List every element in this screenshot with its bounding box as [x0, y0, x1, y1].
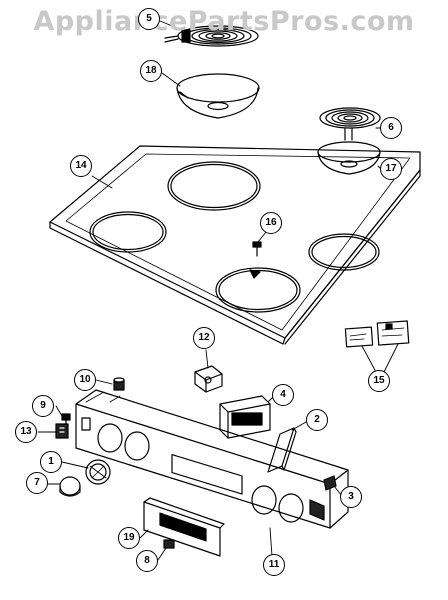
callout-3[interactable]: 3: [340, 486, 362, 508]
callout-12[interactable]: 12: [193, 327, 215, 349]
knob-insert: [113, 377, 125, 391]
callout-13[interactable]: 13: [15, 421, 37, 443]
cooktop: [49, 145, 421, 345]
surface-element-small: [319, 107, 381, 141]
callout-11[interactable]: 11: [263, 554, 285, 576]
callout-17[interactable]: 17: [380, 158, 402, 180]
control-panel: [75, 389, 349, 529]
knob-skirt: [85, 459, 111, 485]
watermark: AppliancePartsPros.com: [33, 6, 415, 37]
drip-bowl-large: [176, 73, 260, 119]
control-knob: [59, 476, 81, 497]
mounting-clip: [163, 539, 175, 549]
callout-4[interactable]: 4: [272, 384, 294, 406]
callout-14[interactable]: 14: [70, 155, 92, 177]
callout-15[interactable]: 15: [368, 370, 390, 392]
bracket: [55, 423, 69, 439]
callout-10[interactable]: 10: [74, 369, 96, 391]
callout-18[interactable]: 18: [140, 60, 162, 82]
callout-16[interactable]: 16: [260, 212, 282, 234]
control-overlay: [143, 497, 225, 557]
surface-element-large: [164, 25, 259, 47]
callout-9[interactable]: 9: [32, 395, 54, 417]
screw: [252, 241, 262, 257]
callout-5[interactable]: 5: [138, 8, 160, 30]
callout-8[interactable]: 8: [136, 550, 158, 572]
wiring-labels: [344, 320, 410, 348]
callout-19[interactable]: 19: [118, 527, 140, 549]
callout-6[interactable]: 6: [380, 117, 402, 139]
drip-bowl-small: [317, 141, 381, 175]
callout-1[interactable]: 1: [40, 451, 62, 473]
callout-7[interactable]: 7: [26, 472, 48, 494]
electronic-clock: [219, 395, 271, 439]
callout-2[interactable]: 2: [306, 409, 328, 431]
end-cap: [323, 475, 337, 491]
infinite-switch: [194, 365, 223, 393]
